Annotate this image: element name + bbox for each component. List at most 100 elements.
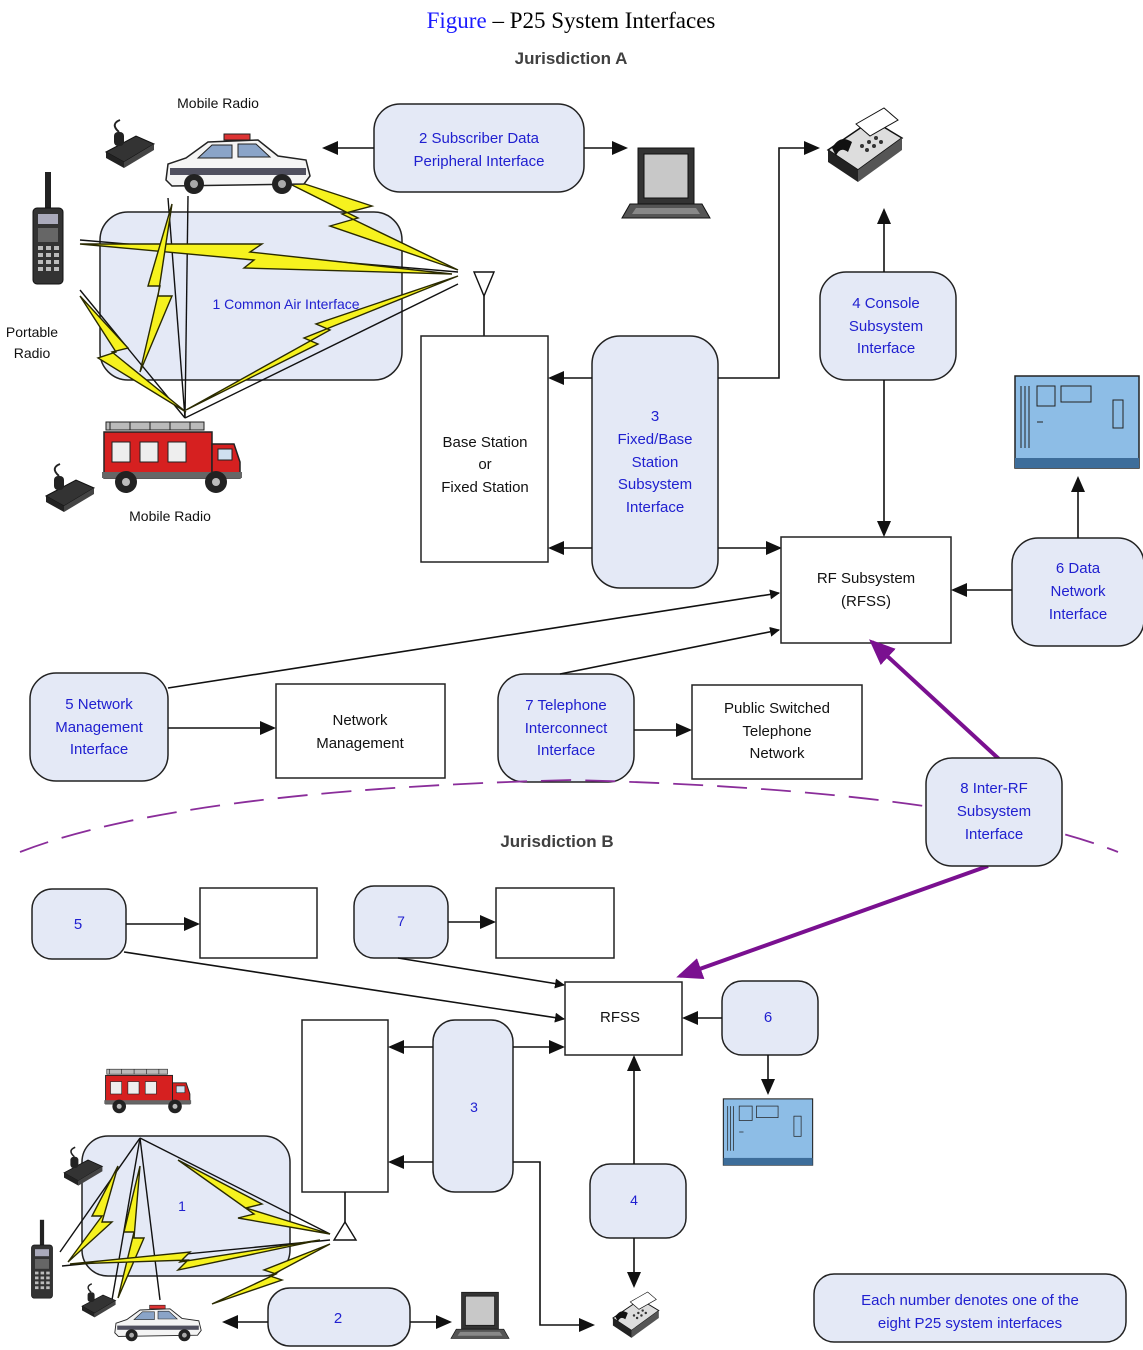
- fire-truck-icon: [103, 1068, 192, 1114]
- iface8-box: [925, 757, 1063, 867]
- iface5-a-label-2: Management: [55, 719, 143, 736]
- data-server-icon: [722, 1098, 814, 1166]
- iface8-label-2: Subsystem: [957, 803, 1031, 820]
- iface4-a-box: [819, 271, 957, 381]
- network-management-label-1: Network: [332, 712, 388, 729]
- legend-note-line-2: eight P25 system interfaces: [878, 1315, 1062, 1332]
- iface2-a-label-1: 2 Subscriber Data: [419, 130, 540, 147]
- iface5-b-label: 5: [74, 916, 82, 933]
- iface3-a-label-3: Station: [632, 454, 679, 471]
- base-station-label-1: Base Station: [442, 434, 527, 451]
- iface4-b-box: [589, 1163, 687, 1239]
- lightning-bolt-icon: [79, 295, 187, 413]
- iface3-a-to-fax-arrow: [718, 141, 820, 379]
- iface7-b-target-box: [495, 887, 615, 959]
- lightning-bolt-icon: [79, 243, 453, 275]
- iface6-a-label-3: Interface: [1049, 606, 1107, 623]
- lightning-bolt-icon: [177, 1159, 331, 1235]
- fax-console-icon: [827, 107, 903, 183]
- mobile-radio-icon: [81, 1283, 117, 1319]
- iface3-a-label-1: 3: [651, 408, 659, 425]
- antenna-icon: [332, 1192, 358, 1241]
- pstn-box: [691, 684, 863, 780]
- fax-console-icon: [612, 1291, 660, 1339]
- mobile-radio-icon: [105, 119, 155, 169]
- laptop-icon: [621, 147, 711, 219]
- iface7-a-label-2: Interconnect: [525, 720, 608, 737]
- mobile-radio-bottom-label: Mobile Radio: [129, 508, 211, 524]
- iface1-b-label: 1: [178, 1198, 186, 1214]
- lightning-bolt-icon: [117, 1165, 146, 1299]
- iface2-b-label: 2: [334, 1310, 342, 1327]
- rfss-a-label-2: (RFSS): [841, 593, 891, 610]
- mobile-radio-top-label: Mobile Radio: [177, 95, 259, 111]
- iface2-a-box: [373, 103, 585, 193]
- iface6-b-label: 6: [764, 1009, 772, 1026]
- figure-link[interactable]: Figure: [427, 8, 487, 33]
- radio-links-b: [59, 1137, 331, 1301]
- police-car-icon: [114, 1304, 202, 1342]
- network-management-box: [275, 683, 446, 779]
- iface5-a-label-3: Interface: [70, 741, 128, 758]
- iface3-a-label-4: Subsystem: [618, 476, 692, 493]
- iface3-a-label-2: Fixed/Base: [617, 431, 692, 448]
- iface5-a-label-1: 5 Network: [65, 696, 133, 713]
- inter-rf-link-to-b: [676, 864, 989, 979]
- rfss-b-label: RFSS: [600, 1009, 640, 1026]
- police-car-icon: [165, 133, 311, 195]
- base-station-box: [420, 335, 549, 563]
- iface7-b-to-rfss-line: [397, 957, 565, 989]
- iface6-a-label-2: Network: [1050, 583, 1106, 600]
- lightning-bolt-icon: [211, 1243, 331, 1305]
- jurisdiction-b-label: Jurisdiction B: [500, 832, 613, 851]
- iface2-b-box: [267, 1287, 411, 1347]
- iface4-a-label-1: 4 Console: [852, 295, 920, 312]
- inter-rf-link-to-a: [869, 639, 1002, 762]
- iface8-label-1: 8 Inter-RF: [960, 780, 1028, 797]
- base-station-b-box: [301, 1019, 389, 1193]
- iface3-b-box: [432, 1019, 514, 1193]
- jurisdiction-a-label: Jurisdiction A: [515, 49, 628, 68]
- iface3-a-box: [591, 335, 719, 589]
- lightning-bolt-icon: [139, 203, 174, 373]
- portable-radio-icon: [32, 171, 64, 285]
- lightning-bolt-icon: [261, 169, 459, 271]
- iface5-b-to-rfss-line: [123, 951, 565, 1023]
- iface7-a-to-rfss-line: [559, 626, 780, 675]
- lightning-bolt-icon: [67, 1165, 119, 1263]
- pstn-label-3: Network: [749, 745, 805, 762]
- legend-note-line-1: Each number denotes one of the: [861, 1292, 1079, 1309]
- iface2-a-label-2: Peripheral Interface: [414, 153, 545, 170]
- mobile-radio-icon: [45, 463, 95, 513]
- iface3-b-to-fax-arrow: [513, 1161, 595, 1332]
- iface5-a-to-rfss-line: [167, 589, 780, 689]
- laptop-icon: [450, 1291, 510, 1339]
- iface3-b-label: 3: [470, 1099, 478, 1115]
- iface4-a-label-3: Interface: [857, 340, 915, 357]
- iface8-label-3: Interface: [965, 826, 1023, 843]
- figure-title-text: – P25 System Interfaces: [487, 8, 716, 33]
- iface4-b-label: 4: [630, 1192, 638, 1208]
- lightning-bolt-icon: [69, 1239, 321, 1272]
- network-management-label-2: Management: [316, 735, 404, 752]
- iface5-b-target-box: [199, 887, 318, 959]
- iface7-a-label-3: Interface: [537, 742, 595, 759]
- iface7-a-box: [497, 673, 635, 783]
- portable-radio-icon: [31, 1219, 53, 1299]
- iface5-a-box: [29, 672, 169, 782]
- legend-note-box: [813, 1273, 1127, 1343]
- rfss-b-box: [564, 981, 683, 1056]
- figure-title: Figure – P25 System Interfaces: [427, 8, 716, 33]
- lightning-bolt-icon: [185, 275, 459, 411]
- base-station-label-3: Fixed Station: [441, 479, 529, 496]
- iface6-a-label-1: 6 Data: [1056, 560, 1101, 577]
- rfss-a-box: [780, 536, 952, 644]
- iface1-a-label: 1 Common Air Interface: [212, 296, 359, 312]
- data-server-icon: [1014, 375, 1140, 469]
- iface3-a-label-5: Interface: [626, 499, 684, 516]
- portable-radio-label-2: Radio: [14, 345, 51, 361]
- iface7-a-label-1: 7 Telephone: [525, 697, 606, 714]
- base-station-label-2: or: [478, 456, 491, 473]
- pstn-label-1: Public Switched: [724, 700, 830, 717]
